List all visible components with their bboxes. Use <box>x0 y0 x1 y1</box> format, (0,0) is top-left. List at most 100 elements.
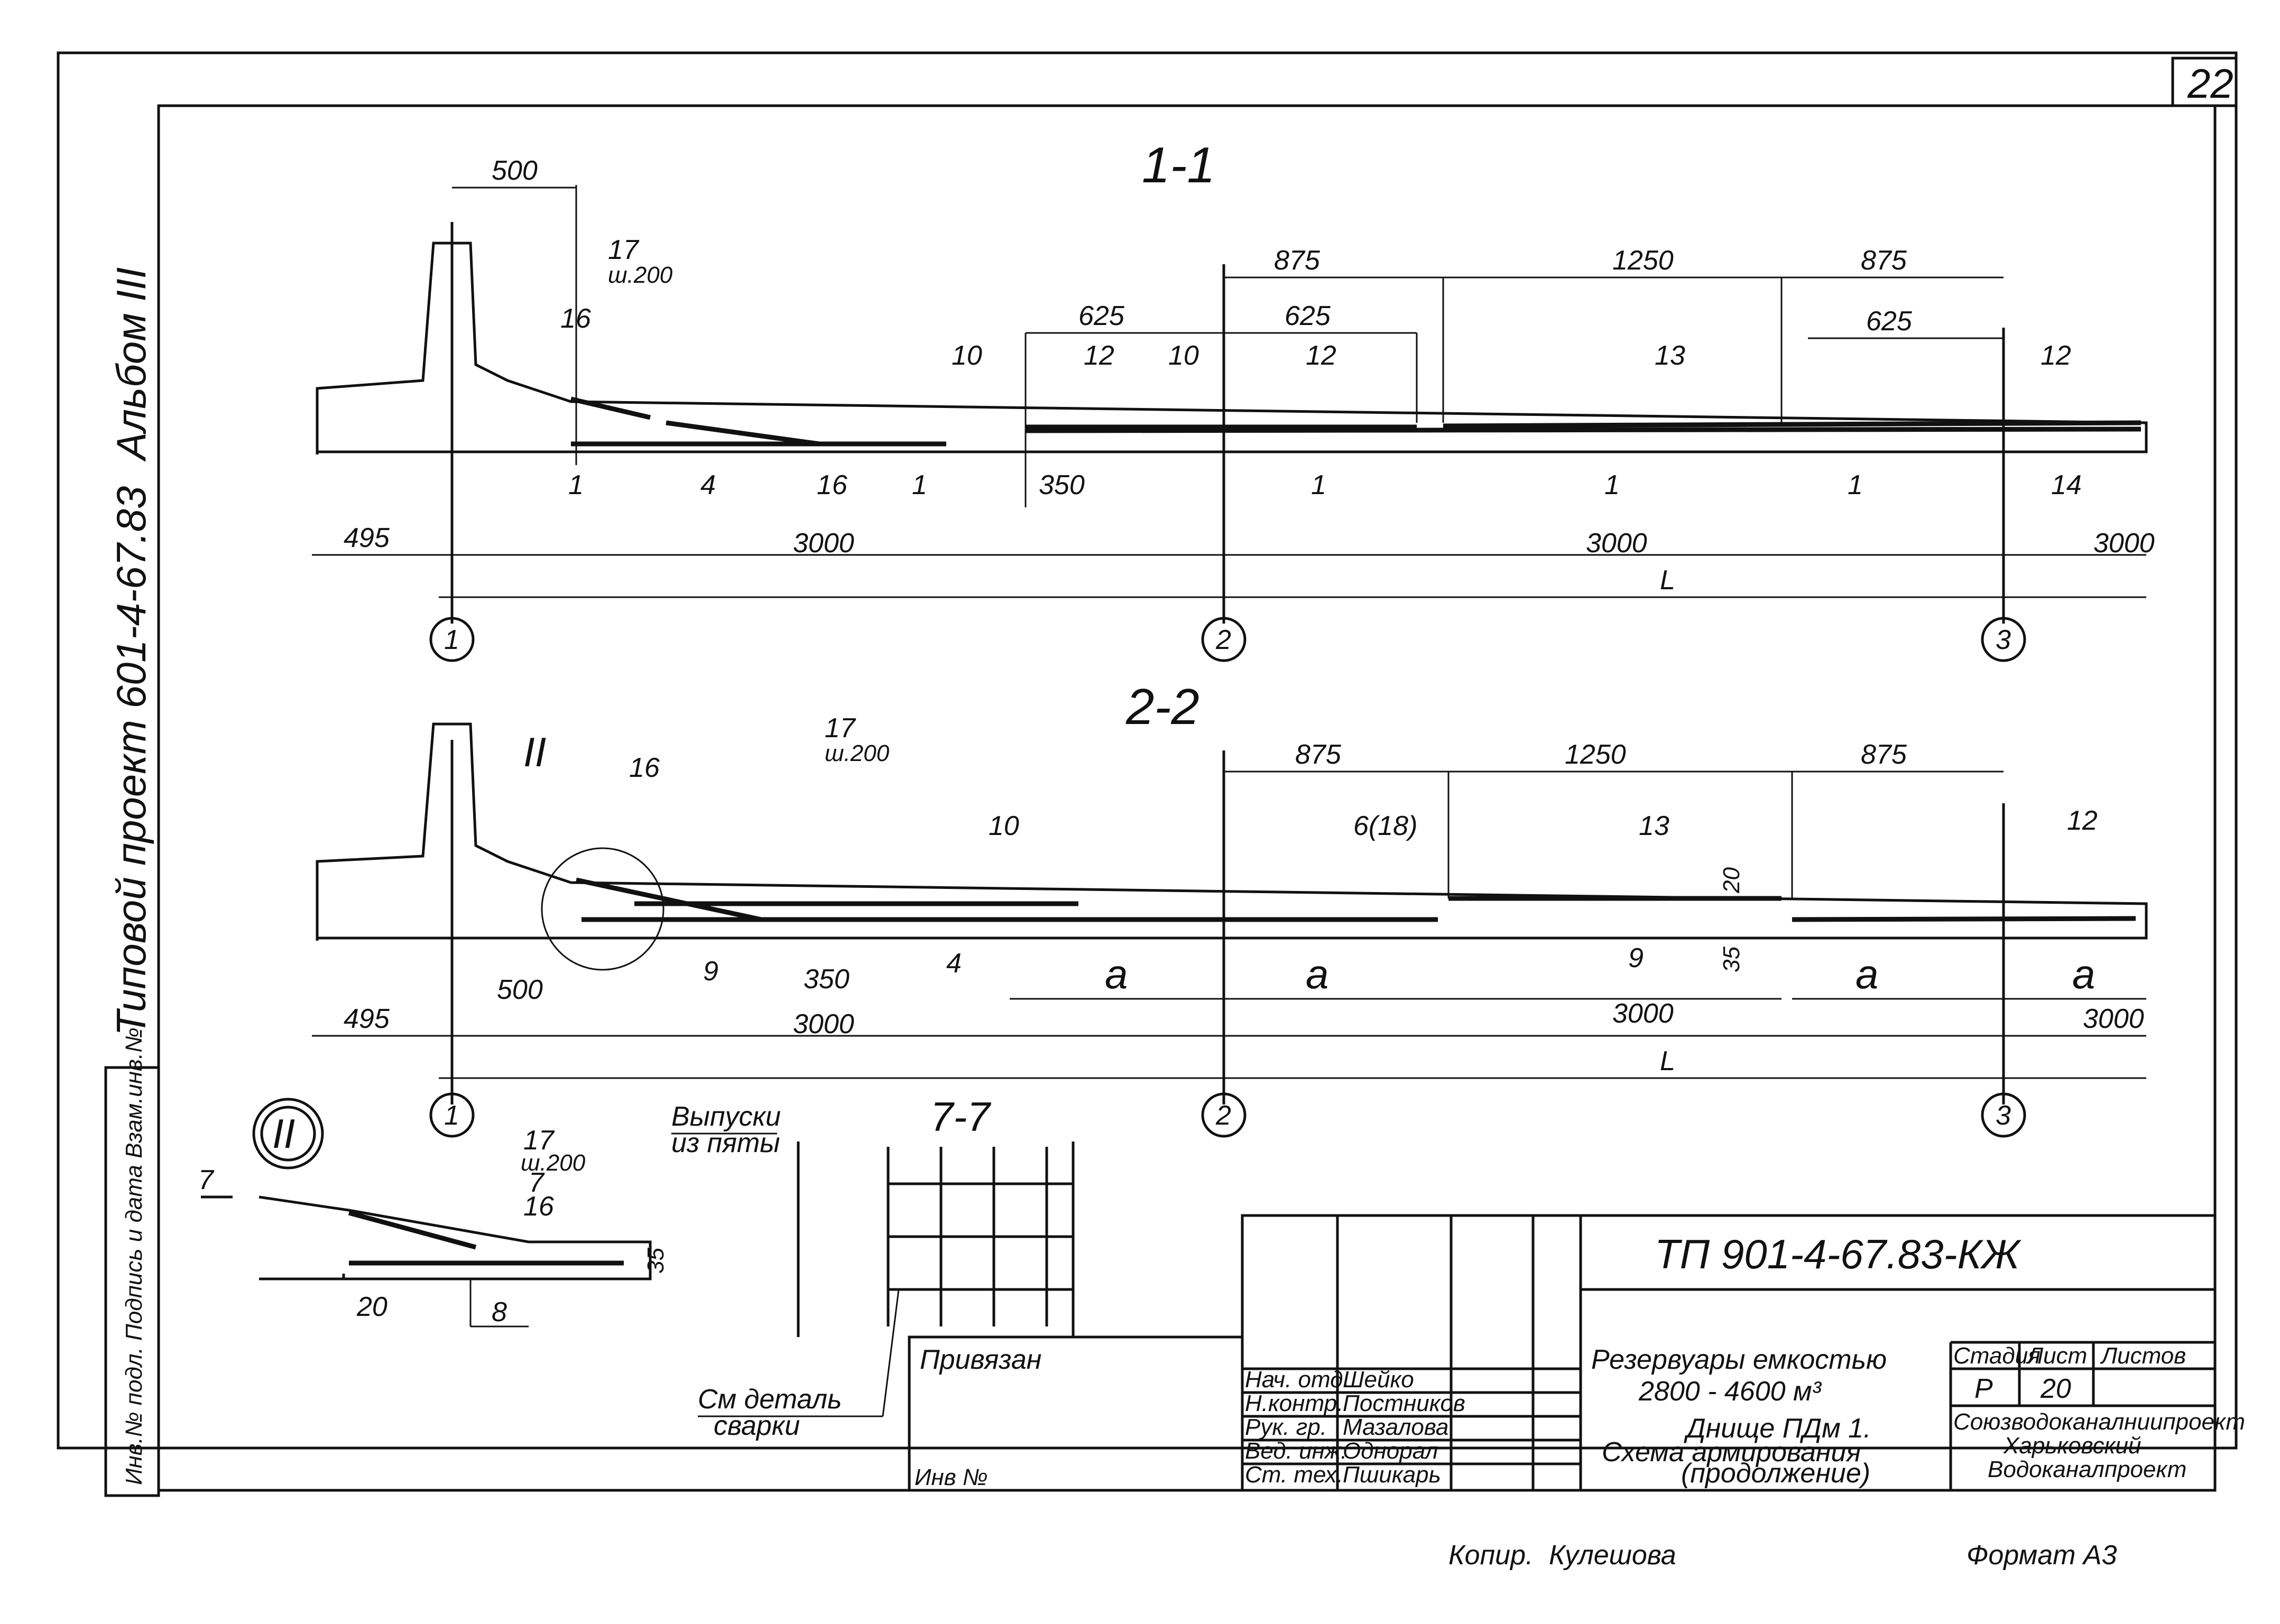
detail-II-mark-17: 17 <box>523 1125 555 1156</box>
dim-1250: 1250 <box>1612 245 1674 276</box>
dim-3000a: 3000 <box>793 528 854 559</box>
tb-code: ТП 901-4-67.83-КЖ <box>1655 1231 2021 1277</box>
axis-2-s2: 2 <box>1215 1100 1231 1131</box>
axis-2-s1: 2 <box>1215 625 1231 655</box>
tb-role-5: Ст. тех. <box>1245 1462 1343 1488</box>
tb-name-5: Пшикарь <box>1343 1462 1441 1488</box>
dim-625c: 625 <box>1866 306 1913 337</box>
mark-16: 16 <box>560 303 591 334</box>
dim-495: 495 <box>344 523 390 553</box>
axis-3-s2: 3 <box>1996 1100 2011 1131</box>
mark-1e: 1 <box>1848 470 1863 500</box>
tb-sheet-1: Днище ПДм 1. <box>1684 1413 1871 1444</box>
axis-bubble-1-s1 <box>429 617 475 662</box>
dim2-1250: 1250 <box>1565 739 1626 770</box>
detail-II: II 7 17 ш.200 7 16 35 20 8 <box>198 1098 669 1328</box>
detail-II-title: II <box>272 1110 295 1157</box>
note-iz-pyaty: из пяты <box>671 1128 780 1158</box>
mark2-10: 10 <box>989 811 1019 841</box>
span-L-s1: L <box>1660 565 1675 596</box>
span-L-s2: L <box>1660 1046 1675 1077</box>
detail-mark-II-s2: II <box>523 729 546 775</box>
dim-500: 500 <box>492 155 538 186</box>
dim2-a3: a <box>1856 951 1878 997</box>
detail-II-35: 35 <box>643 1248 669 1274</box>
note-svarki: сварки <box>714 1410 800 1441</box>
sheet-corner-number: 22 <box>2187 60 2233 107</box>
bar-1-upper-b <box>1443 420 2141 429</box>
axis-bubble-2-s1 <box>1201 617 1247 662</box>
tb-org-3: Водоканалпроект <box>1988 1456 2186 1482</box>
tb-inv-no: Инв № <box>915 1464 988 1490</box>
tb-sheet-header: Лист <box>2026 1343 2087 1369</box>
dim2-875a: 875 <box>1295 739 1342 770</box>
section-7-7: 7-7 Выпуски из пяты См деталь сварки <box>671 1093 1075 1441</box>
dim-625b: 625 <box>1285 301 1331 331</box>
slab-2-outline <box>316 722 2148 941</box>
axis-bubble-3-s2 <box>1981 1092 2026 1138</box>
detail-II-mark-16: 16 <box>523 1191 554 1222</box>
detail-II-circle-inner <box>260 1106 316 1162</box>
dim-350: 350 <box>1039 470 1085 500</box>
mark-17: 17 <box>608 235 640 265</box>
dim2-500: 500 <box>497 975 543 1005</box>
outer-frame <box>57 51 2238 1450</box>
bar-2-lower-b <box>1792 916 2136 922</box>
detail-II-outline <box>259 1195 652 1280</box>
tb-stage: Р <box>1974 1374 1993 1404</box>
axis-1-s1: 1 <box>444 625 459 655</box>
detail-II-callout <box>541 847 664 971</box>
dim2-350: 350 <box>804 964 850 995</box>
mark-4: 4 <box>700 470 716 500</box>
dim2-a4: a <box>2072 951 2095 997</box>
mark-1c: 1 <box>1311 470 1326 500</box>
tb-org-1: Союзводоканалниипроект <box>1953 1409 2245 1435</box>
detail-II-8: 8 <box>492 1297 507 1328</box>
mark-12b: 12 <box>1306 340 1336 371</box>
detail-II-circle-outer <box>252 1098 324 1170</box>
mark2-9a: 9 <box>703 956 718 987</box>
bar-1-sloped-b <box>666 420 820 447</box>
mark-12c: 12 <box>2041 340 2071 371</box>
footer-copier: Кулешова <box>1549 1540 1676 1571</box>
dim2-3000a: 3000 <box>793 1009 854 1040</box>
section-7-title: 7-7 <box>930 1093 991 1140</box>
mark-10a: 10 <box>952 340 982 371</box>
project-label: Типовой проект 601-4-67.83 <box>108 486 154 1036</box>
detail-II-cut-right: 7 <box>529 1167 545 1198</box>
section-1-1: 1-1 500 875 1250 875 625 625 625 17 ш.2 <box>312 137 2155 662</box>
detail-II-cut-left: 7 <box>198 1165 215 1195</box>
dim2-875b: 875 <box>1861 739 1907 770</box>
detail-II-bar-a <box>348 1210 477 1250</box>
mark-13: 13 <box>1655 340 1685 371</box>
mark2-4: 4 <box>946 948 962 979</box>
bar-2-sloped <box>576 877 762 922</box>
tb-role-2: Н.контр. <box>1245 1390 1343 1416</box>
dim2-3000b: 3000 <box>1612 998 1674 1029</box>
dim2-495: 495 <box>344 1004 390 1034</box>
tb-role-3: Рук. гр. <box>1245 1414 1327 1440</box>
dim2-35: 35 <box>1719 946 1744 972</box>
tb-object-1: Резервуары емкостью <box>1591 1344 1887 1375</box>
mark-16b: 16 <box>817 470 847 500</box>
tb-role-1: Нач. отд. <box>1245 1367 1350 1393</box>
mark2-12: 12 <box>2067 805 2098 836</box>
section-1-title: 1-1 <box>1142 137 1215 193</box>
mark-1d: 1 <box>1604 470 1620 500</box>
detail-II-sh200: ш.200 <box>521 1150 586 1176</box>
mark2-13: 13 <box>1639 811 1669 841</box>
tb-privyazan-label: Привязан <box>920 1344 1041 1375</box>
dim2-a1: a <box>1105 951 1128 997</box>
dim2-a2: a <box>1306 951 1328 997</box>
mark-sh200: ш.200 <box>608 262 673 288</box>
axis-bubble-1-s2 <box>429 1092 475 1138</box>
detail-II-20: 20 <box>356 1292 387 1322</box>
dim2-3000c: 3000 <box>2083 1004 2144 1034</box>
mark-1a: 1 <box>568 470 584 500</box>
section-2-2: 2-2 875 1250 875 II 16 17 ш.200 10 6(18)… <box>312 679 2148 1138</box>
mark-10b: 10 <box>1168 340 1199 371</box>
axis-bubble-3-s1 <box>1981 617 2026 662</box>
mark2-6-18: 6(18) <box>1353 811 1417 841</box>
tb-sheet-no: 20 <box>2040 1374 2071 1404</box>
